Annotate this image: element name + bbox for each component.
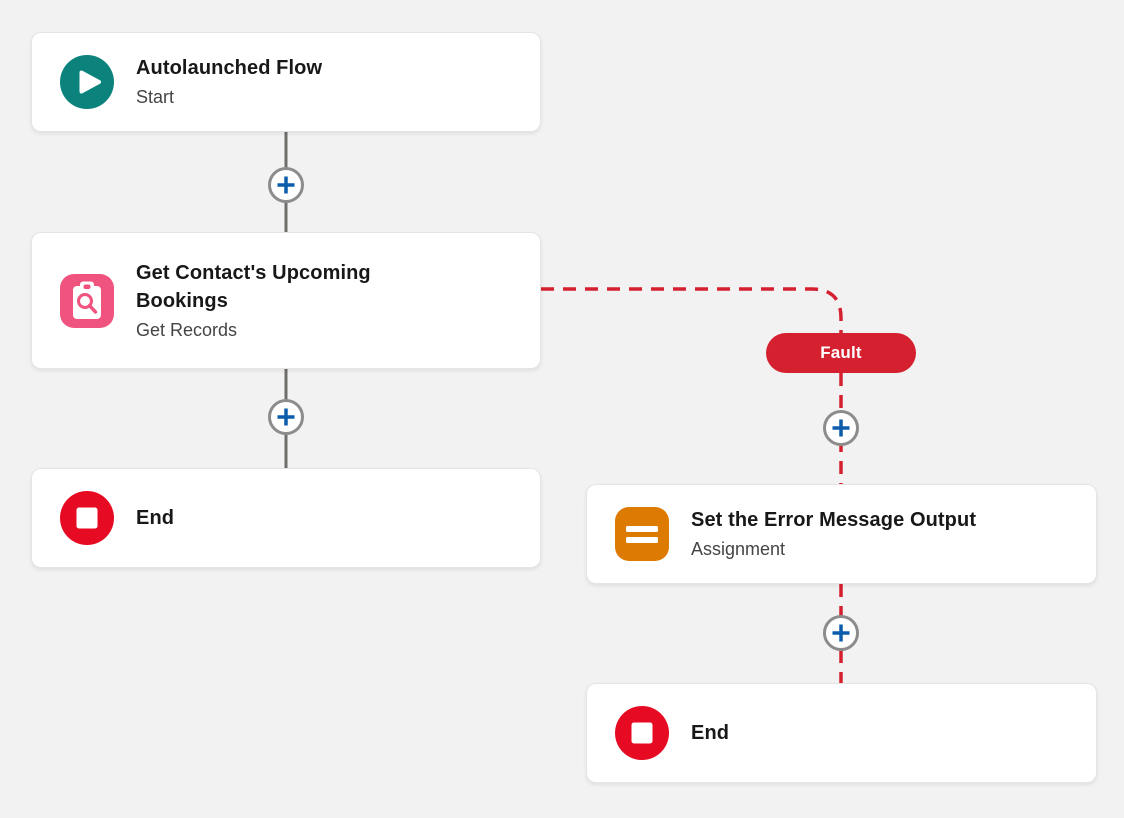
node-subtitle: Assignment (691, 539, 786, 559)
node-end-left[interactable]: End (31, 468, 541, 568)
add-element-button[interactable] (268, 167, 304, 203)
add-element-icon (277, 408, 295, 426)
add-element-icon (832, 624, 850, 642)
node-text: Set the Error Message Output Assignment (691, 506, 976, 562)
node-text: End (136, 504, 174, 532)
node-title: Autolaunched Flow (136, 57, 323, 79)
fault-badge-label: Fault (820, 343, 862, 362)
play-icon (60, 55, 114, 109)
node-title: End (691, 722, 730, 744)
record-lookup-icon (60, 273, 114, 328)
fault-connector-badge: Fault (766, 333, 916, 373)
node-title: Set the Error Message Output (691, 509, 977, 531)
node-end-right[interactable]: End (586, 683, 1097, 783)
add-element-button[interactable] (823, 410, 859, 446)
node-subtitle: Get Records (136, 319, 238, 340)
node-subtitle: Start (136, 87, 175, 107)
assignment-icon (615, 507, 669, 561)
node-get-records[interactable]: Get Contact's Upcoming Bookings Get Reco… (31, 232, 541, 369)
node-start[interactable]: Autolaunched Flow Start (31, 32, 541, 132)
add-element-button[interactable] (823, 615, 859, 651)
add-element-icon (277, 176, 295, 194)
node-text: Autolaunched Flow Start (136, 54, 322, 110)
fault-connector-horizontal (541, 287, 843, 333)
node-assignment[interactable]: Set the Error Message Output Assignment (586, 484, 1097, 584)
add-element-icon (832, 419, 850, 437)
node-title: Get Contact's Upcoming Bookings (136, 261, 371, 312)
end-icon (615, 706, 669, 760)
add-element-button[interactable] (268, 399, 304, 435)
node-text: End (691, 719, 729, 747)
node-title: End (136, 507, 175, 529)
node-text: Get Contact's Upcoming Bookings Get Reco… (136, 259, 436, 343)
end-icon (60, 491, 114, 545)
